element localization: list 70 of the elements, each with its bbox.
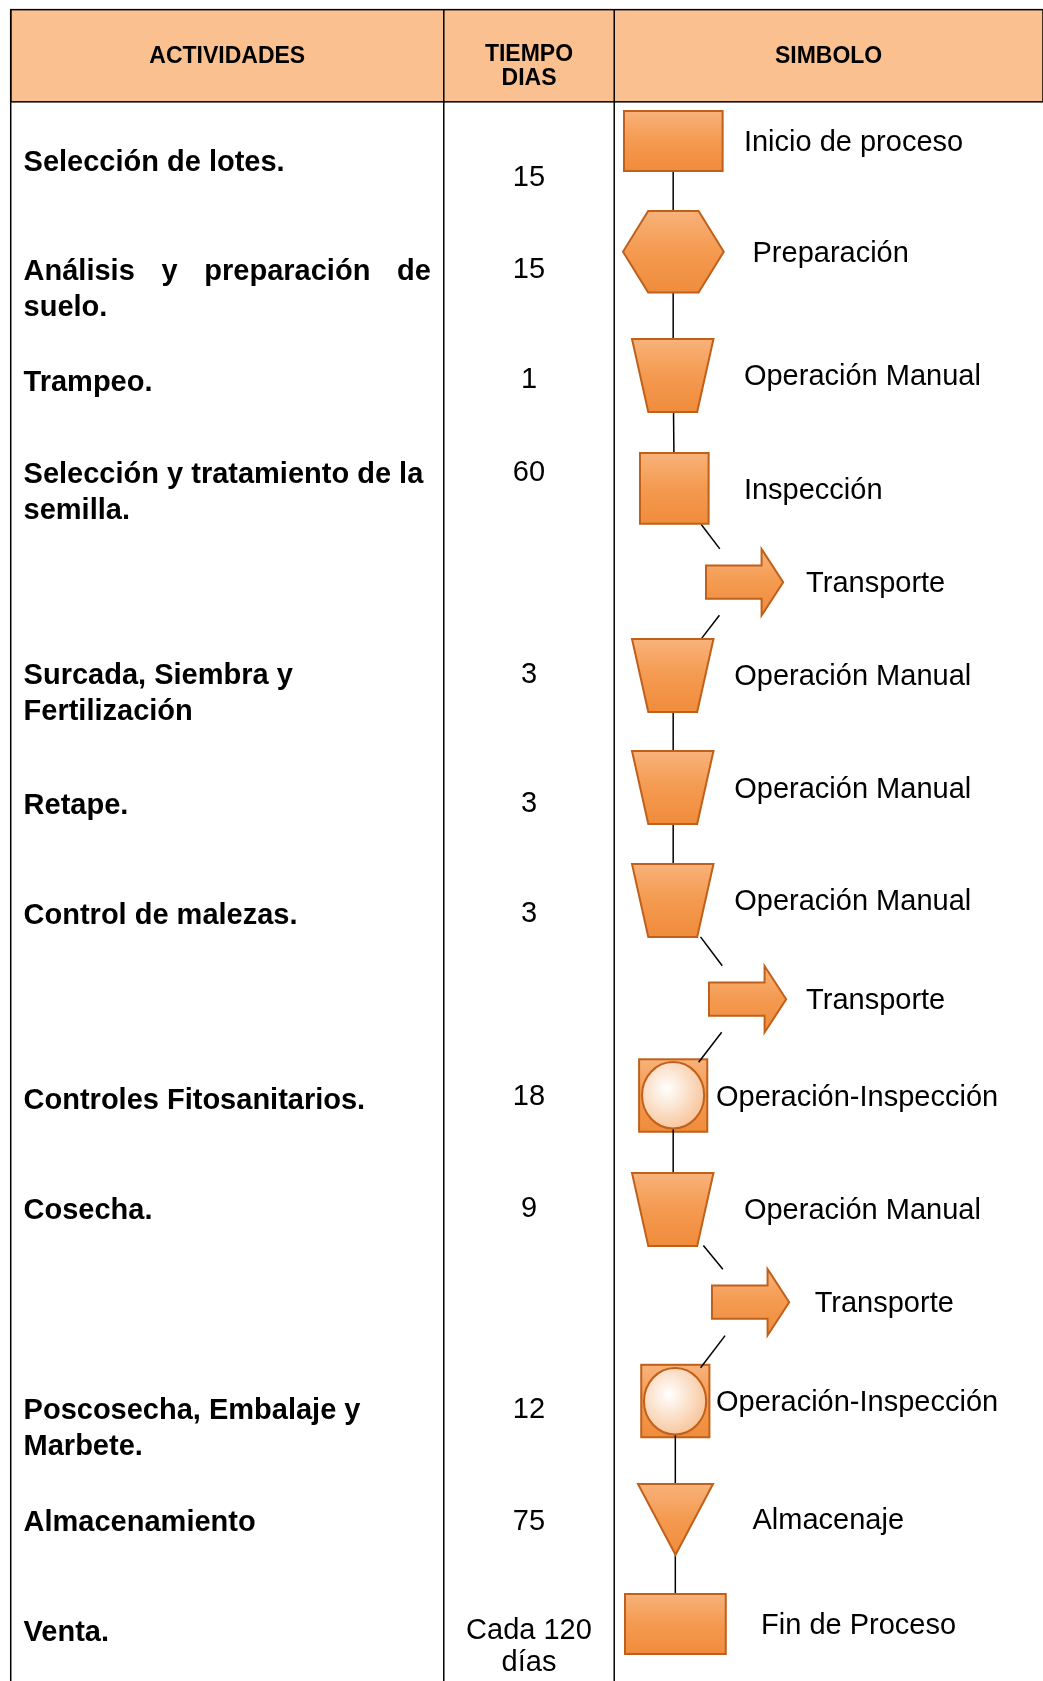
symbol-label: Transporte: [806, 982, 946, 1017]
connector-line: [672, 711, 674, 753]
manual-operation-trapezoid: [632, 751, 714, 825]
time-value: 60: [511, 454, 547, 487]
symbol-label: Operación Manual: [734, 883, 972, 918]
activity-text: Cosecha.: [23, 1191, 154, 1227]
time-value: 9: [519, 1190, 539, 1223]
manual-operation-trapezoid: [632, 638, 714, 712]
symbol-label: Transporte: [806, 565, 946, 600]
connector-line: [672, 1128, 674, 1174]
time-value: 3: [519, 785, 539, 818]
symbol-label: Operación Manual: [734, 770, 972, 805]
operation-inspection-circle: [644, 1367, 707, 1435]
time-value: Cada 120 días: [465, 1613, 593, 1678]
time-value: 1: [519, 362, 539, 395]
connector-line: [702, 1244, 724, 1270]
connector-line: [699, 936, 723, 967]
time-value: 75: [511, 1503, 547, 1536]
symbol-label: Inspección: [743, 471, 883, 506]
time-value: 18: [511, 1079, 547, 1112]
process-box: [624, 1593, 726, 1654]
symbol-label: Operación-Inspección: [716, 1078, 999, 1113]
process-box: [623, 111, 723, 172]
connector-line: [700, 523, 721, 550]
manual-operation-trapezoid: [632, 338, 714, 412]
column-header: TIEMPO DIAS: [483, 40, 575, 89]
manual-operation-trapezoid: [632, 1172, 714, 1246]
time-value: 15: [511, 251, 547, 284]
activity-text: Poscosecha, Embalaje y Marbete.: [23, 1392, 362, 1464]
transport-arrow: [711, 1269, 789, 1336]
time-value: 15: [511, 159, 547, 192]
activity-text: Controles Fitosanitarios.: [23, 1081, 367, 1117]
connector-line: [700, 614, 721, 640]
symbol-label: Almacenaje: [752, 1501, 905, 1536]
symbol-label: Preparación: [752, 234, 909, 269]
connector-line: [697, 1031, 723, 1064]
activity-text: Selección y tratamiento de la semilla.: [23, 455, 425, 527]
activity-text: Almacenamiento: [23, 1503, 257, 1539]
connector-line: [672, 823, 674, 865]
activity-text: Venta.: [23, 1614, 110, 1650]
connector-line: [672, 170, 674, 212]
activity-text: Análisis y preparación de suelo.: [23, 252, 431, 324]
activity-text: Retape.: [23, 786, 130, 822]
operation-inspection-circle: [642, 1062, 705, 1129]
activity-text: Control de malezas.: [23, 897, 299, 933]
symbol-label: Operación Manual: [743, 1192, 981, 1227]
activity-text: Surcada, Siembra y Fertilización: [23, 657, 294, 728]
activity-text: Selección de lotes.: [23, 143, 286, 179]
symbol-label: Transporte: [814, 1285, 954, 1320]
manual-operation-trapezoid: [632, 864, 714, 937]
symbol-label: Operación-Inspección: [716, 1384, 999, 1418]
storage-triangle: [637, 1483, 713, 1555]
symbol-label: Inicio de proceso: [743, 124, 964, 159]
connector-line: [672, 291, 674, 340]
symbol-label: Operación Manual: [743, 358, 981, 393]
symbol-label: Operación Manual: [734, 658, 972, 693]
connector-line: [699, 1334, 726, 1369]
time-value: 12: [511, 1392, 547, 1425]
time-value: 3: [519, 896, 539, 929]
activity-text: Trampeo.: [23, 364, 154, 400]
connector-line: [674, 1433, 677, 1485]
connector-line: [672, 410, 675, 455]
time-value: 3: [519, 657, 539, 690]
column-header: ACTIVIDADES: [148, 42, 307, 67]
inspection-square: [639, 453, 709, 525]
column-header: SIMBOLO: [773, 42, 884, 67]
preparation-hexagon: [622, 211, 724, 293]
transport-arrow: [706, 548, 784, 616]
symbol-label: Fin de Proceso: [761, 1607, 957, 1641]
transport-arrow: [708, 965, 786, 1033]
